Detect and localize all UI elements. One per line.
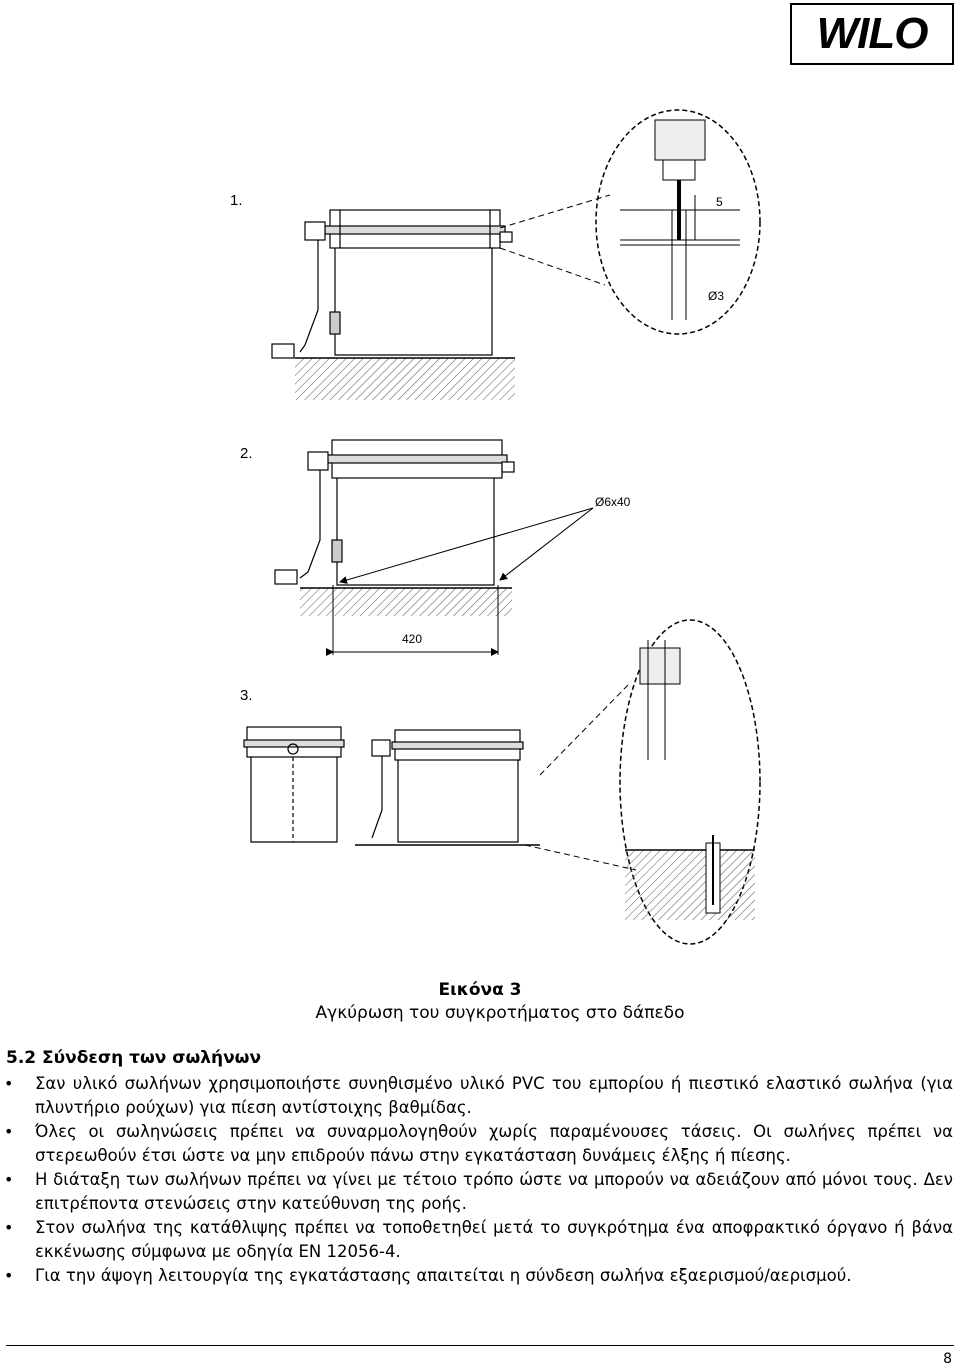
dim-spacing: 420 bbox=[402, 632, 422, 646]
floor-step-1 bbox=[295, 358, 515, 400]
list-item: Σαν υλικό σωλήνων χρησιμοποιήστε συνηθισ… bbox=[0, 1072, 953, 1120]
unit-step-1 bbox=[271, 209, 513, 359]
dim-drill-depth: 5 bbox=[716, 195, 723, 209]
list-item: Στον σωλήνα της κατάθλιψης πρέπει να τοπ… bbox=[0, 1216, 953, 1264]
figure-caption-title: Εικόνα 3 bbox=[438, 980, 522, 1000]
unit-side-view-step-3 bbox=[243, 726, 345, 843]
step-2-label: 2. bbox=[240, 445, 253, 462]
list-item: Η διάταξη των σωλήνων πρέπει να γίνει με… bbox=[0, 1168, 953, 1216]
dim-drill-diameter: Ø3 bbox=[708, 289, 724, 303]
step-1-label: 1. bbox=[230, 192, 243, 209]
list-item: Όλες οι σωληνώσεις πρέπει να συναρμολογη… bbox=[0, 1120, 953, 1168]
detail-drill-magnifier bbox=[595, 109, 761, 335]
page-number: 8 bbox=[943, 1351, 952, 1367]
pipe-connection-list: Σαν υλικό σωλήνων χρησιμοποιήστε συνηθισ… bbox=[0, 1072, 953, 1288]
section-title: 5.2 Σύνδεση των σωλήνων bbox=[6, 1048, 262, 1068]
figure-caption-subtitle: Αγκύρωση του συγκροτήματος στο δάπεδο bbox=[315, 1003, 685, 1023]
wilo-logo: WILO bbox=[790, 3, 954, 65]
dim-anchor: Ø6x40 bbox=[595, 495, 631, 509]
unit-front-view-step-3 bbox=[371, 729, 524, 843]
floor-step-2 bbox=[300, 588, 512, 616]
footer-divider bbox=[6, 1345, 954, 1346]
detail-bolt-magnifier bbox=[619, 619, 761, 945]
wilo-logo-text: WILO bbox=[816, 9, 929, 58]
list-item: Για την άψογη λειτουργία της εγκατάσταση… bbox=[0, 1264, 953, 1288]
floor-anchoring-figure: 1. 5 Ø3 2. bbox=[230, 109, 761, 945]
unit-step-2 bbox=[274, 439, 515, 586]
step-3-label: 3. bbox=[240, 687, 253, 704]
